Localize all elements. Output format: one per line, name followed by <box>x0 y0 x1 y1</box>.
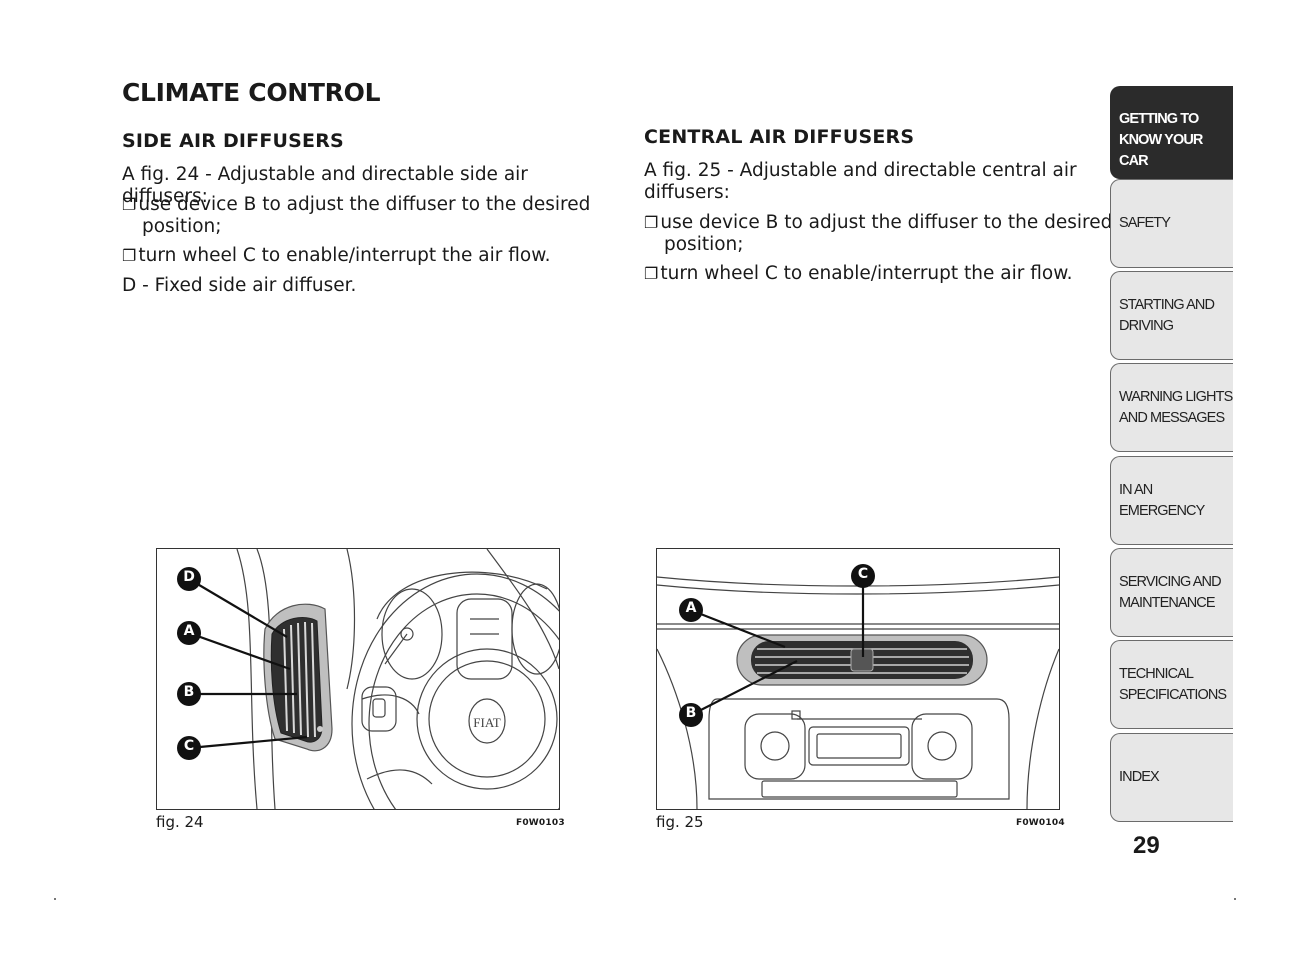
central-bullet-2: ❐turn wheel C to enable/interrupt the ai… <box>644 263 1073 284</box>
bullet-box-icon: ❐ <box>122 195 137 214</box>
figure-24-label: fig. 24 <box>156 813 204 831</box>
callout-c: C <box>851 564 875 592</box>
section-heading-central: CENTRAL AIR DIFFUSERS <box>644 126 915 148</box>
figure-25-label: fig. 25 <box>656 813 704 831</box>
side-bullet-1: ❐use device B to adjust the diffuser to … <box>122 194 591 237</box>
tab-starting-and-driving[interactable]: STARTING AND DRIVING <box>1110 271 1233 360</box>
tab-safety[interactable]: SAFETY <box>1110 179 1233 268</box>
tab-getting-to-know-your-car[interactable]: GETTING TO KNOW YOUR CAR <box>1110 86 1233 179</box>
tab-warning-lights[interactable]: WARNING LIGHTS AND MESSAGES <box>1110 363 1233 452</box>
page-number: 29 <box>1133 832 1160 859</box>
tab-in-an-emergency[interactable]: IN AN EMERGENCY <box>1110 456 1233 545</box>
side-diffuser-illustration: FIAT <box>188 548 603 875</box>
side-bullet-2: ❐turn wheel C to enable/interrupt the ai… <box>122 245 551 266</box>
crop-mark <box>54 898 56 900</box>
callout-a: A <box>679 598 703 626</box>
bullet-box-icon: ❐ <box>644 264 659 283</box>
central-bullet-1: ❐use device B to adjust the diffuser to … <box>644 212 1113 255</box>
figure-24-side-diffuser: FIAT D A B C <box>156 548 603 875</box>
callout-d: D <box>177 567 201 595</box>
page-title: CLIMATE CONTROL <box>122 78 381 107</box>
figure-25-code: F0W0104 <box>1016 818 1065 828</box>
side-intro: A fig. 24 - Adjustable and directable si… <box>122 164 528 207</box>
crop-mark <box>1234 898 1236 900</box>
callout-b: B <box>177 682 201 710</box>
figure-25-central-diffuser: C A B <box>656 548 1060 810</box>
central-diffuser-illustration <box>656 576 1060 810</box>
figure-24-code: F0W0103 <box>516 818 565 828</box>
callout-b: B <box>679 703 703 731</box>
central-intro: A fig. 25 - Adjustable and directable ce… <box>644 160 1077 203</box>
callout-a: A <box>177 621 201 649</box>
brand-logo: FIAT <box>473 715 501 730</box>
side-note: D - Fixed side air diffuser. <box>122 275 357 296</box>
section-heading-side: SIDE AIR DIFFUSERS <box>122 130 344 152</box>
bullet-box-icon: ❐ <box>644 213 659 232</box>
tab-technical-specifications[interactable]: TECHNICAL SPECIFICATIONS <box>1110 640 1233 729</box>
tab-servicing-and-maintenance[interactable]: SERVICING AND MAINTENANCE <box>1110 548 1233 637</box>
bullet-box-icon: ❐ <box>122 246 137 265</box>
callout-c: C <box>177 736 201 764</box>
tab-index[interactable]: INDEX <box>1110 733 1233 822</box>
